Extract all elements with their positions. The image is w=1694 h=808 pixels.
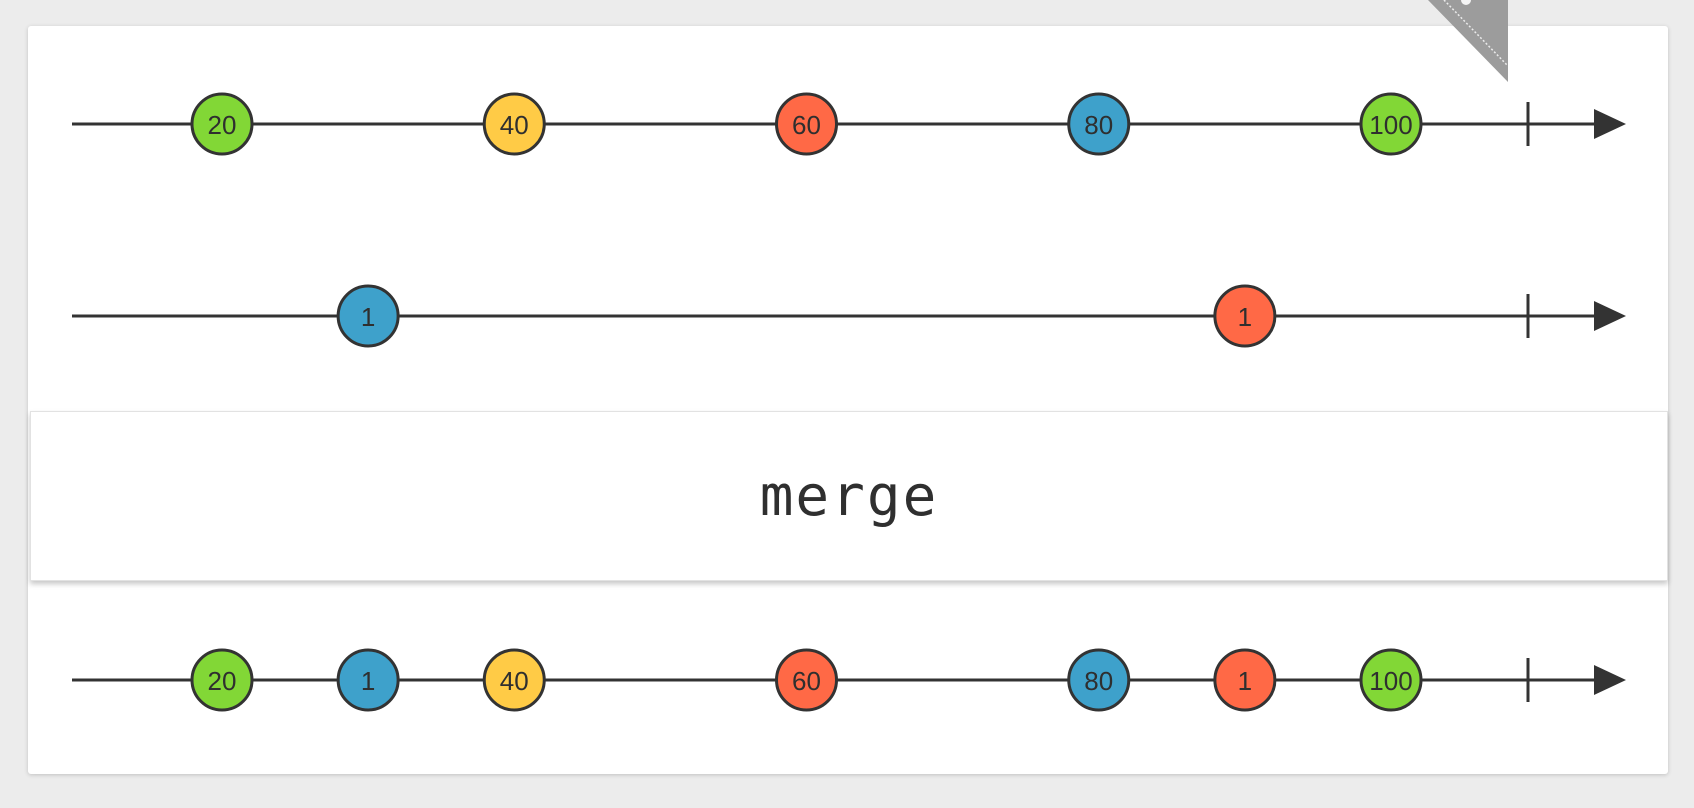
marble[interactable]: 1: [1213, 284, 1277, 348]
marble[interactable]: 60: [775, 648, 838, 712]
marble-label: 40: [500, 110, 529, 140]
marble-label: 1: [361, 302, 375, 332]
marble-circle: [482, 648, 546, 712]
marble[interactable]: 40: [482, 648, 546, 712]
operator-box: merge: [30, 411, 1668, 581]
marble-label: 20: [208, 666, 237, 696]
marble-circle: [336, 648, 400, 712]
marble-circle: [775, 92, 838, 156]
corner-ribbon[interactable]: [1428, 0, 1508, 82]
marble[interactable]: 80: [1067, 648, 1131, 712]
marble-circle: [482, 92, 546, 156]
marble-circle: [1067, 92, 1131, 156]
marble[interactable]: 40: [482, 92, 546, 156]
marble-label: 60: [792, 110, 821, 140]
output-timeline: 20 1 40 60 80 1 100: [72, 648, 1626, 712]
marble-circle: [1359, 648, 1423, 712]
arrow-head-icon: [1594, 665, 1626, 695]
marble-label: 80: [1084, 110, 1113, 140]
marble[interactable]: 20: [190, 648, 254, 712]
marble-label: 1: [1238, 302, 1252, 332]
ribbon-dot-icon: [1461, 0, 1471, 5]
marble-circle: [1213, 648, 1277, 712]
marble[interactable]: 100: [1359, 648, 1423, 712]
marble[interactable]: 100: [1359, 92, 1423, 156]
marble[interactable]: 60: [775, 92, 838, 156]
marble-label: 1: [361, 666, 375, 696]
arrow-head-icon: [1594, 301, 1626, 331]
marble-label: 60: [792, 666, 821, 696]
marble-circle: [190, 648, 254, 712]
marble-circle: [1213, 284, 1277, 348]
marble-label: 100: [1369, 110, 1412, 140]
marble-label: 100: [1369, 666, 1412, 696]
marble-circle: [775, 648, 838, 712]
marble-label: 40: [500, 666, 529, 696]
arrow-head-icon: [1594, 109, 1626, 139]
marble[interactable]: 20: [190, 92, 254, 156]
operator-label: merge: [759, 463, 939, 529]
marble[interactable]: 1: [1213, 648, 1277, 712]
marble-label: 20: [208, 110, 237, 140]
marble-circle: [190, 92, 254, 156]
marble-label: 1: [1238, 666, 1252, 696]
marble[interactable]: 80: [1067, 92, 1131, 156]
marble-label: 80: [1084, 666, 1113, 696]
marble[interactable]: 1: [336, 648, 400, 712]
input-timeline-1: 20 40 60 80 100: [72, 92, 1626, 156]
marble-circle: [1359, 92, 1423, 156]
marble-circle: [336, 284, 400, 348]
marble-circle: [1067, 648, 1131, 712]
marble[interactable]: 1: [336, 284, 400, 348]
